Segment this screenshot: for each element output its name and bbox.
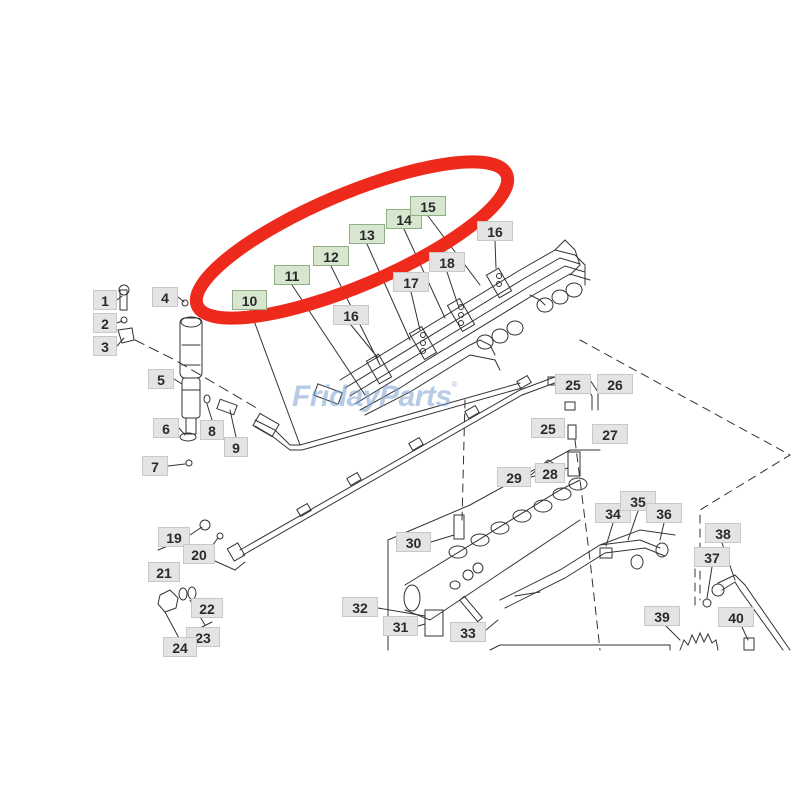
- callout-item-10: 10: [232, 290, 267, 310]
- callout-item-19: 19: [158, 527, 190, 547]
- callout-item-16: 16: [333, 305, 369, 325]
- callout-item-7: 7: [142, 456, 168, 476]
- callout-item-15: 15: [410, 196, 446, 216]
- callout-item-35: 35: [620, 491, 656, 511]
- callout-item-21: 21: [148, 562, 180, 582]
- callout-item-39: 39: [644, 606, 680, 626]
- callout-item-36: 36: [646, 503, 682, 523]
- callout-item-12: 12: [313, 246, 349, 266]
- callout-item-9: 9: [224, 437, 248, 457]
- callout-item-11: 11: [274, 265, 310, 285]
- callout-item-16: 16: [477, 221, 513, 241]
- callout-item-18: 18: [429, 252, 465, 272]
- callout-item-40: 40: [718, 607, 754, 627]
- callout-item-25: 25: [555, 374, 591, 394]
- callout-item-8: 8: [200, 420, 224, 440]
- callout-item-24: 24: [163, 637, 197, 657]
- callout-item-37: 37: [694, 547, 730, 567]
- callout-item-32: 32: [342, 597, 378, 617]
- callout-item-27: 27: [592, 424, 628, 444]
- callout-item-13: 13: [349, 224, 385, 244]
- callout-item-25: 25: [531, 418, 565, 438]
- callout-item-33: 33: [450, 622, 486, 642]
- callout-item-28: 28: [535, 463, 565, 483]
- callout-item-5: 5: [148, 369, 174, 389]
- rail-ports: [448, 477, 588, 559]
- callout-item-29: 29: [497, 467, 531, 487]
- callout-item-26: 26: [597, 374, 633, 394]
- callout-item-31: 31: [383, 616, 418, 636]
- callout-item-30: 30: [396, 532, 431, 552]
- injection-pipes: [313, 239, 591, 416]
- fuel-line: [254, 382, 521, 446]
- bolt-1: [119, 289, 128, 311]
- callout-item-4: 4: [152, 287, 178, 307]
- callout-item-22: 22: [191, 598, 223, 618]
- callout-item-3: 3: [93, 336, 117, 356]
- callout-item-20: 20: [183, 544, 215, 564]
- callout-item-1: 1: [93, 290, 117, 310]
- callout-item-2: 2: [93, 313, 117, 333]
- highlight-ellipse: [189, 155, 515, 325]
- dashed-housing-outline: [579, 339, 791, 601]
- gear-teeth: [679, 631, 719, 651]
- callout-item-6: 6: [153, 418, 179, 438]
- watermark-logo: FridayParts®: [292, 380, 458, 413]
- callout-item-17: 17: [393, 272, 429, 292]
- callout-item-38: 38: [705, 523, 741, 543]
